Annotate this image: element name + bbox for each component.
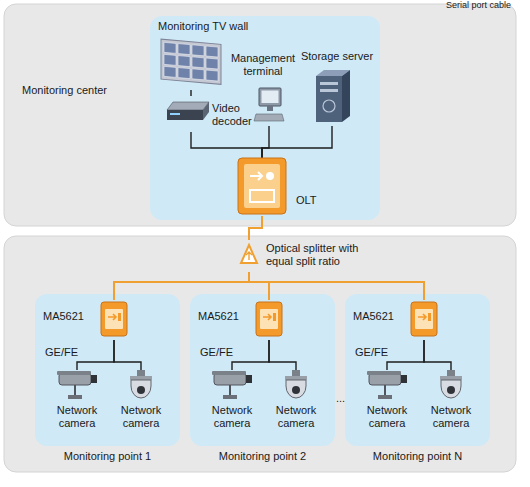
node-text: Monitoring point 2 (190, 450, 335, 463)
cable-link (424, 340, 451, 370)
dome-node: Network camera (423, 370, 479, 438)
olt-icon (232, 158, 292, 214)
center-panel (150, 16, 380, 220)
site-band (4, 236, 516, 472)
bullet-node: Network camera (204, 370, 260, 438)
cable-link (387, 340, 424, 370)
node-text: Network camera (49, 404, 105, 430)
node-text: Network camera (268, 404, 324, 430)
node-text: Monitoring TV wall (158, 20, 268, 33)
pc-node: Management terminal (230, 52, 296, 126)
ma-icon (254, 300, 284, 338)
ma-node: MA5621 (43, 300, 133, 340)
cable-link (269, 340, 296, 370)
node-text: Network camera (204, 404, 260, 430)
cable-link (262, 126, 269, 158)
ma-node: MA5621 (353, 300, 443, 340)
bullet-icon (55, 370, 99, 400)
link-label: GE/FE (45, 346, 78, 359)
dome-node: Network camera (113, 370, 169, 438)
fiber-link (249, 272, 269, 300)
decoder-icon (165, 100, 210, 122)
node-text: Network camera (423, 404, 479, 430)
dome-icon (282, 370, 310, 402)
fiber-link (249, 216, 262, 240)
link-label: GE/FE (355, 346, 388, 359)
region-node: Monitoring center Monitoring TV wallVideo… (4, 4, 516, 226)
point-panel (190, 294, 335, 446)
cable-link (191, 132, 262, 158)
tv-icon (160, 38, 222, 88)
node-text: Network camera (113, 404, 169, 430)
node-text: Management terminal (230, 52, 296, 78)
ellipsis: ... (336, 392, 345, 405)
node-text: OLT (296, 194, 324, 207)
region-node: Monitoring point 1 MA5621Network camera Ne… (35, 294, 180, 468)
server-icon (312, 70, 352, 124)
splitter-icon (240, 244, 258, 264)
node-text: Video decoder (212, 102, 255, 128)
region-node: Monitoring point N MA5621Network camera Ne… (345, 294, 490, 468)
bullet-node: Network camera (49, 370, 105, 438)
point-panel (345, 294, 490, 446)
node-text: MA5621 (198, 310, 250, 323)
node-text: MA5621 (43, 310, 95, 323)
node-text: Storage server (296, 50, 378, 63)
fiber-link (249, 272, 424, 300)
pc-icon (254, 88, 284, 124)
dome-icon (127, 370, 155, 402)
splitter-node: Optical splitter with equal split ratio (240, 240, 410, 272)
fiber-link (114, 272, 249, 300)
ma-node: MA5621 (198, 300, 288, 340)
node-text: Network camera (359, 404, 415, 430)
cable-link (114, 340, 141, 370)
ma-icon (409, 300, 439, 338)
dome-node: Network camera (268, 370, 324, 438)
point-panel (35, 294, 180, 446)
bullet-icon (210, 370, 254, 400)
bullet-icon (365, 370, 409, 400)
dome-icon (437, 370, 465, 402)
center-band (4, 4, 516, 226)
bullet-node: Network camera (359, 370, 415, 438)
node-text: Optical splitter with equal split ratio (266, 242, 384, 268)
cable-link (232, 340, 269, 370)
link-label: GE/FE (200, 346, 233, 359)
cable-link (190, 90, 191, 96)
node-text: MA5621 (353, 310, 405, 323)
node-text: Monitoring point N (345, 450, 490, 463)
olt-node: OLT (232, 158, 324, 216)
region-node: Monitoring point 2 MA5621Network camera Ne… (190, 294, 335, 468)
cable-note: Serial port cable (446, 0, 511, 10)
server-node: Storage server (296, 50, 378, 126)
decoder-node: Video decoder (165, 96, 255, 132)
cable-link (77, 340, 114, 370)
node-text: Monitoring point 1 (35, 450, 180, 463)
ma-icon (99, 300, 129, 338)
cable-link (262, 126, 332, 158)
node-text: Monitoring center (22, 84, 142, 97)
